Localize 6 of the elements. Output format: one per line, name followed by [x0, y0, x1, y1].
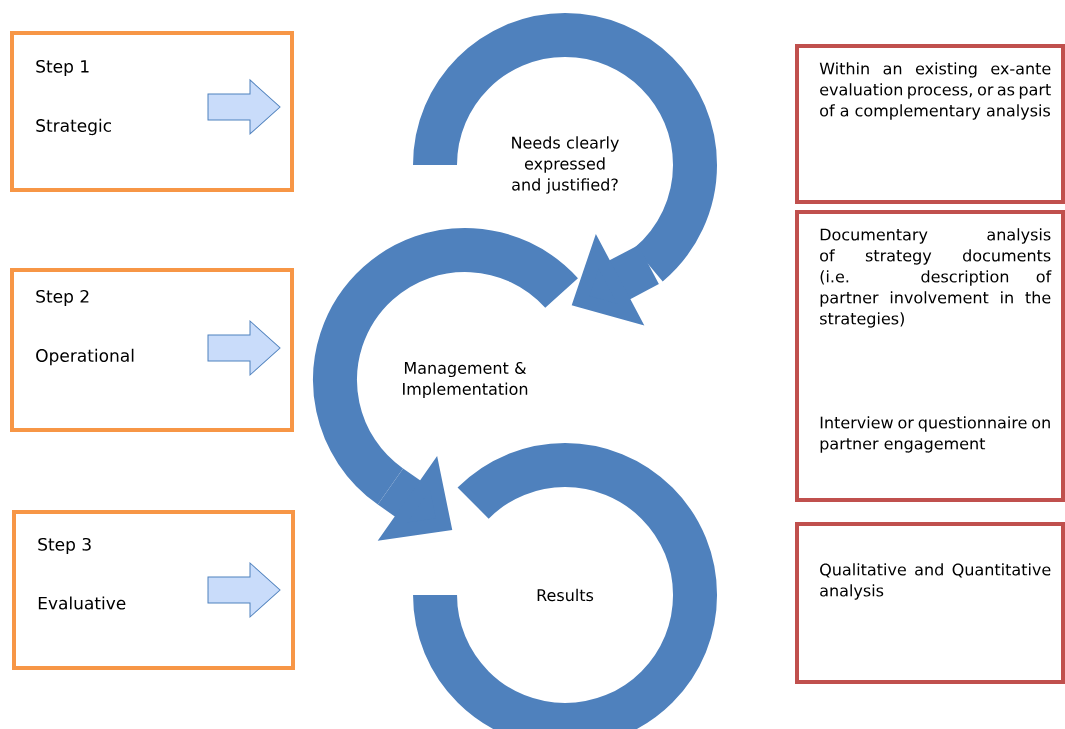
step-box: Step 1 Strategic [10, 31, 294, 192]
note-box: Within an existing ex-ante evaluation process, or as part of a complementary analysis [795, 44, 1065, 204]
note-box: Documentary analysis of strategy documents (i.e. description of partner involvement in the strategies) Interview or questionnaire on partner engagement [795, 210, 1065, 502]
step-box: Step 3 Evaluative [12, 510, 295, 670]
note-box: Qualitative and Quantitative analysis [795, 522, 1065, 684]
step-box: Step 2 Operational [10, 268, 294, 432]
